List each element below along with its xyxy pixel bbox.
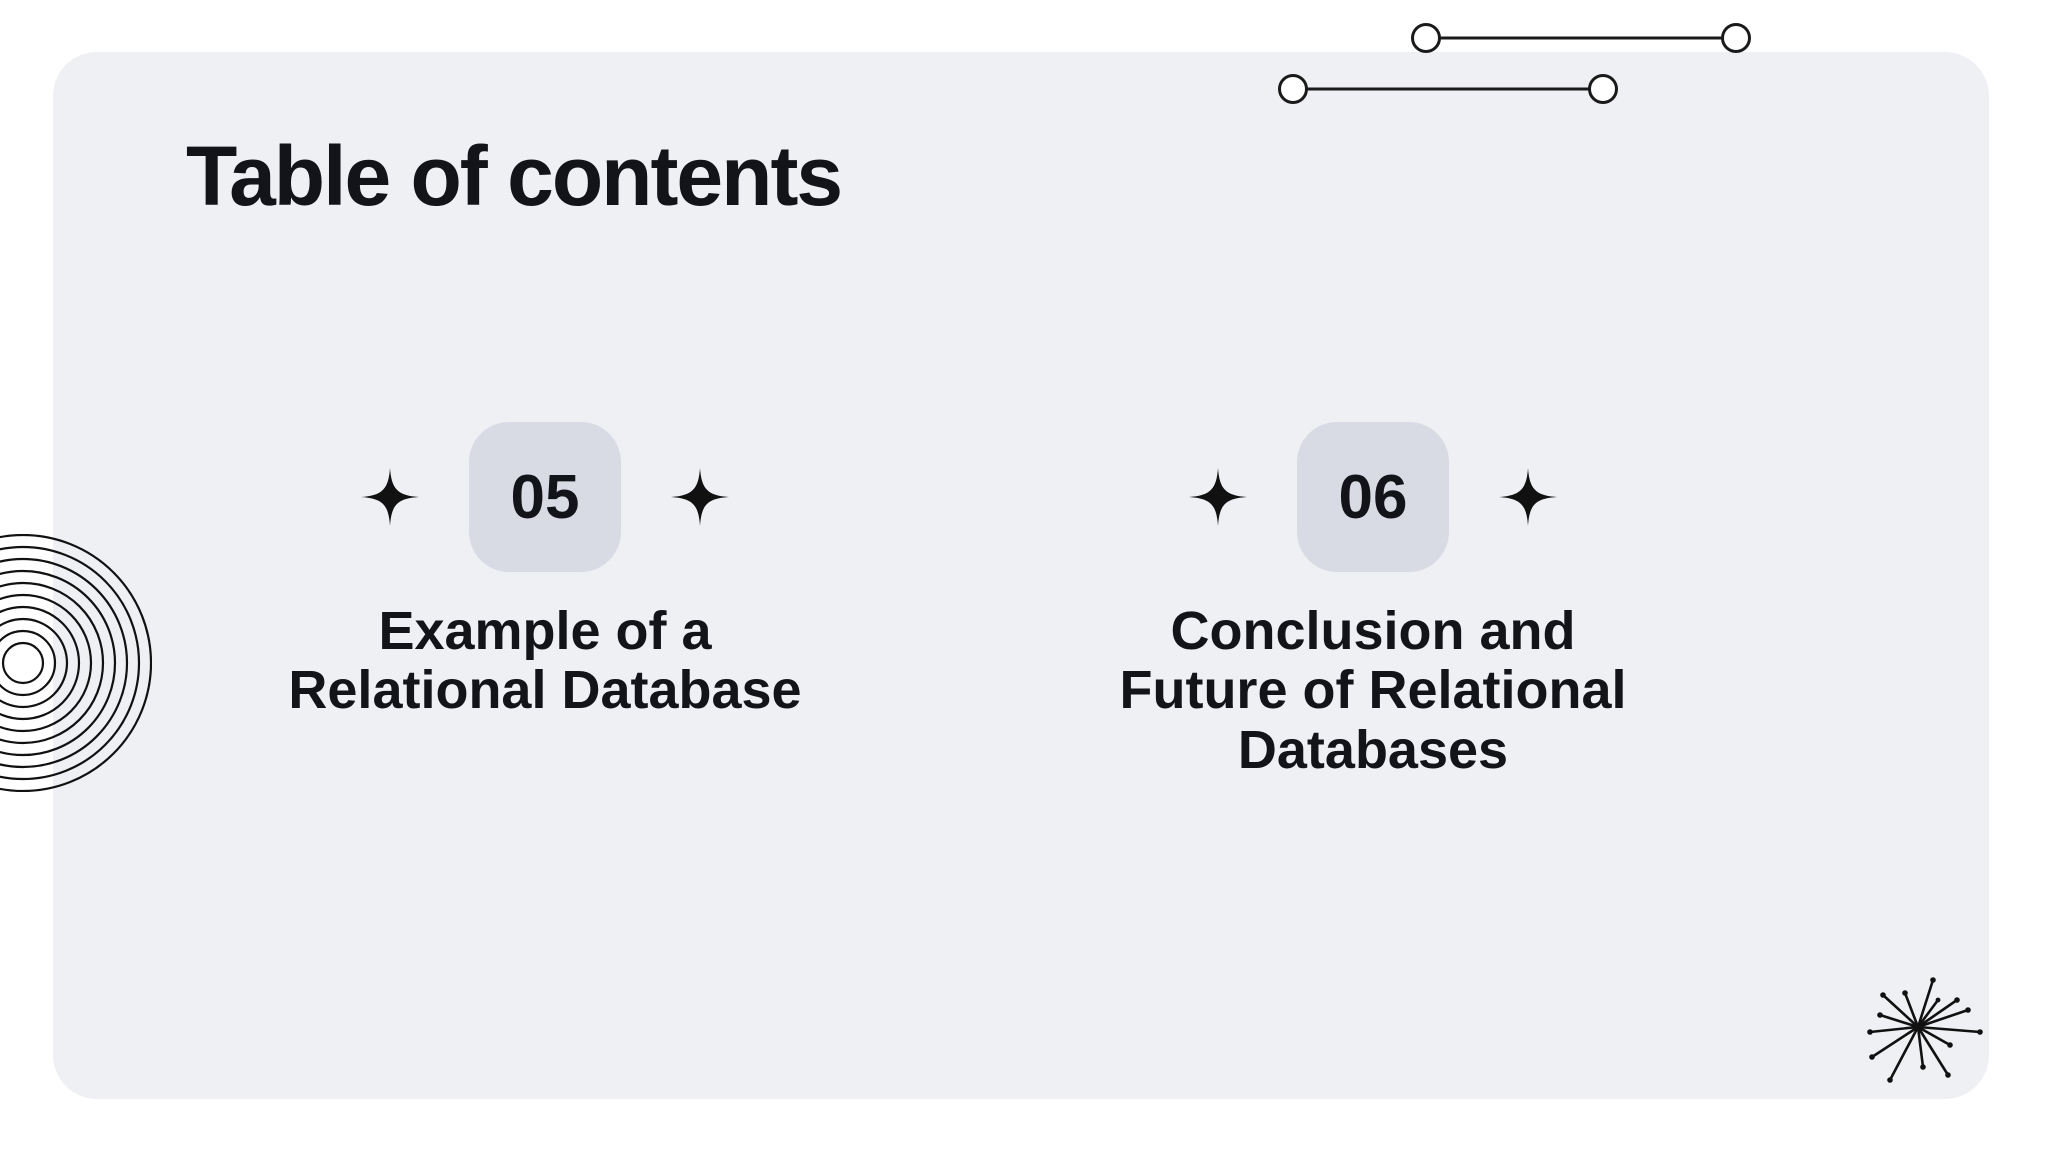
sparkle-icon: [671, 466, 729, 528]
sparkle-icon: [361, 466, 419, 528]
item-label: Conclusion and Future of Relational Data…: [1119, 601, 1627, 780]
item-number: 06: [1338, 462, 1408, 532]
sparkle-icon: [1189, 466, 1247, 528]
connector-line-icon: [1405, 17, 1757, 59]
item-number-badge[interactable]: 06: [1297, 422, 1449, 572]
sparkle-icon: [1499, 466, 1557, 528]
toc-item-06[interactable]: 06 Conclusion and Future of Relational D…: [1093, 422, 1653, 780]
item-number: 05: [510, 462, 580, 532]
concentric-circles-icon: [0, 534, 152, 792]
badge-row: 05: [361, 422, 729, 572]
toc-item-05[interactable]: 05 Example of a Relational Database: [265, 422, 825, 721]
item-label: Example of a Relational Database: [288, 601, 802, 721]
item-number-badge[interactable]: 05: [469, 422, 621, 572]
starburst-icon: [1838, 957, 1998, 1097]
connector-line-icon: [1272, 68, 1624, 110]
content-card: [53, 52, 1989, 1099]
page-title: Table of contents: [186, 129, 843, 223]
badge-row: 06: [1189, 422, 1557, 572]
